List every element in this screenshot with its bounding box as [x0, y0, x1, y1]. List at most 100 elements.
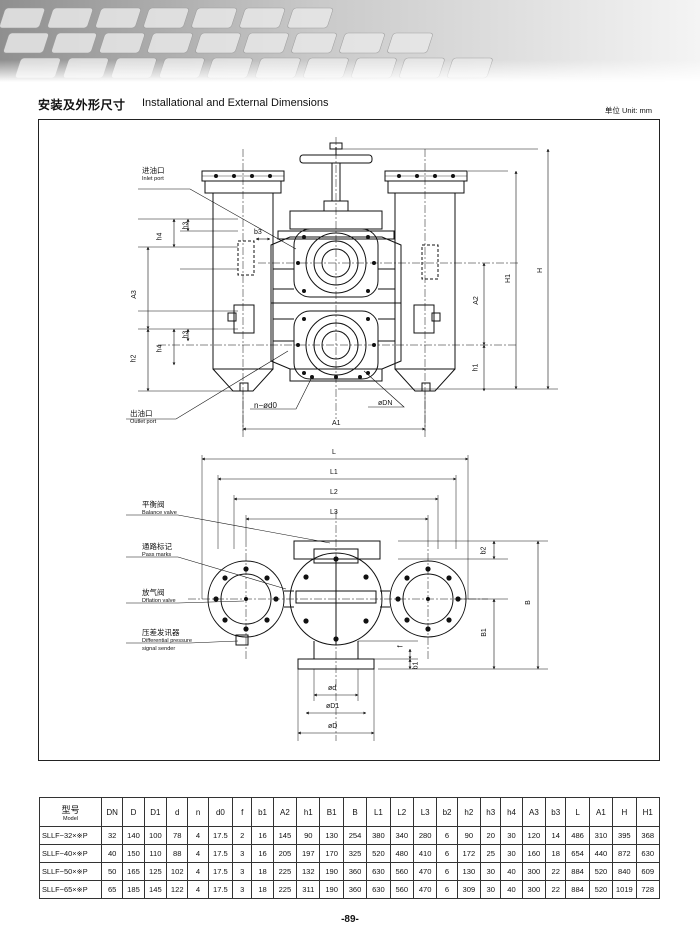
table-cell: 4 [187, 862, 209, 881]
table-cell: 197 [296, 844, 321, 863]
table-cell: 120 [521, 826, 547, 845]
table-cell: 22 [545, 880, 567, 899]
dim-L1: L1 [330, 469, 338, 476]
table-cell: 145 [272, 826, 298, 845]
model-header: 型号 Model [39, 797, 102, 827]
table-cell: 520 [366, 844, 391, 863]
table-cell: 140 [122, 826, 145, 845]
technical-drawing: 进油口 Inlet port 出油口 Outlet port h4 h3 b3 … [38, 119, 660, 761]
table-row: SLLF−50×※P 50 165 125 102 4 17.5 3 18 22… [39, 862, 661, 881]
table-cell: 65 [100, 880, 124, 899]
dim-H1: H1 [504, 274, 512, 283]
table-cell: 225 [272, 862, 298, 881]
table-cell: 18 [545, 844, 567, 863]
table-cell: 32 [100, 826, 124, 845]
column-header: d0 [207, 797, 234, 827]
table-cell: 3 [232, 844, 253, 863]
table-cell: 78 [166, 826, 189, 845]
dim-b3: b3 [254, 229, 262, 236]
dim-f: f [397, 645, 405, 648]
column-header: A1 [588, 797, 614, 827]
column-header: L [565, 797, 590, 827]
dim-L: L [332, 449, 336, 456]
drawing-frame [38, 119, 660, 761]
table-cell: 17.5 [207, 844, 234, 863]
column-header: B [342, 797, 368, 827]
table-cell: 225 [272, 880, 298, 899]
table-cell: 380 [366, 826, 391, 845]
table-cell: 130 [456, 862, 482, 881]
column-header: h4 [500, 797, 523, 827]
dim-h4-upper: h4 [156, 232, 164, 241]
balance-valve-callout: 平衡阀 Balance valve [142, 501, 177, 517]
table-cell: 18 [251, 880, 274, 899]
column-header: n [187, 797, 209, 827]
balance-valve-label-en: Balance valve [142, 510, 177, 516]
table-cell: 90 [296, 826, 321, 845]
table-cell: 2 [232, 826, 253, 845]
signal-sender-label-cn: 压差发讯器 [142, 628, 180, 637]
model-cell: SLLF−32×※P [39, 826, 102, 845]
table-cell: 311 [296, 880, 321, 899]
table-cell: 1019 [612, 880, 637, 899]
table-cell: 368 [635, 826, 661, 845]
table-cell: 440 [588, 844, 614, 863]
table-cell: 150 [122, 844, 145, 863]
table-cell: 122 [166, 880, 189, 899]
table-cell: 88 [166, 844, 189, 863]
table-cell: 280 [412, 826, 438, 845]
table-cell: 630 [366, 880, 391, 899]
table-cell: 190 [319, 862, 344, 881]
dim-h2: h2 [130, 354, 138, 363]
table-cell: 17.5 [207, 826, 234, 845]
page-number: -89- [341, 914, 359, 925]
column-header: L3 [412, 797, 438, 827]
column-header: H1 [635, 797, 661, 827]
balance-valve-label-cn: 平衡阀 [142, 500, 165, 509]
dim-A2: A2 [472, 296, 480, 305]
dim-L3: L3 [330, 509, 338, 516]
dim-B1: B1 [480, 628, 488, 637]
table-cell: 3 [232, 862, 253, 881]
table-cell: 520 [588, 862, 614, 881]
column-header: b3 [545, 797, 567, 827]
table-cell: 309 [456, 880, 482, 899]
table-cell: 160 [521, 844, 547, 863]
table-cell: 20 [480, 826, 502, 845]
table-cell: 410 [412, 844, 438, 863]
model-header-cn: 型号 [61, 804, 80, 815]
table-cell: 170 [319, 844, 344, 863]
column-header: D1 [143, 797, 168, 827]
table-cell: 125 [143, 862, 168, 881]
column-header: h1 [296, 797, 321, 827]
table-cell: 486 [565, 826, 590, 845]
table-cell: 470 [412, 880, 438, 899]
column-header: H [612, 797, 637, 827]
table-cell: 102 [166, 862, 189, 881]
unit-label: 单位 Unit: mm [604, 106, 652, 115]
table-cell: 172 [456, 844, 482, 863]
dim-H: H [537, 267, 545, 274]
column-header: L1 [366, 797, 391, 827]
right-filter-housing [384, 170, 468, 392]
table-cell: 728 [635, 880, 661, 899]
table-cell: 360 [342, 880, 368, 899]
table-cell: 4 [187, 844, 209, 863]
table-cell: 40 [500, 880, 523, 899]
column-header: DN [100, 797, 124, 827]
outlet-port-label-cn: 出油口 [130, 409, 153, 418]
dim-b1: b1 [412, 661, 420, 670]
table-cell: 4 [187, 826, 209, 845]
table-cell: 18 [251, 862, 274, 881]
pass-marks-label-en: Pass marks [142, 552, 172, 558]
column-header: d [166, 797, 189, 827]
outlet-port-label-en: Outlet port [130, 419, 157, 425]
table-cell: 360 [342, 862, 368, 881]
model-header-en: Model [63, 815, 78, 822]
table-cell: 30 [500, 844, 523, 863]
table-cell: 30 [480, 862, 502, 881]
table-cell: 470 [412, 862, 438, 881]
dim-b2: b2 [480, 546, 488, 555]
table-cell: 884 [565, 880, 590, 899]
table-cell: 654 [565, 844, 590, 863]
